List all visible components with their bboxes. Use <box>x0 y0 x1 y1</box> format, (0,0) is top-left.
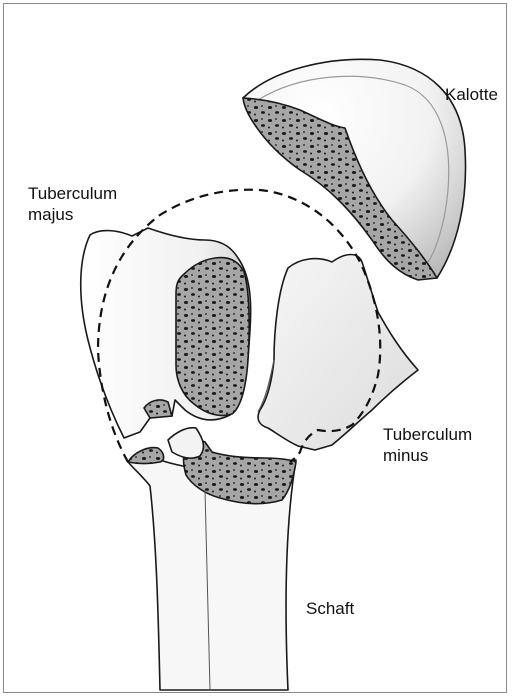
tuberculum-minus-bone <box>258 255 418 451</box>
tuberculum-majus-cancellous <box>176 258 249 416</box>
label-schaft: Schaft <box>306 598 354 619</box>
label-tuberculum-minus-line1: Tuberculum <box>383 424 472 445</box>
schaft-fragment <box>128 428 296 690</box>
label-tuberculum-majus-line2: majus <box>28 204 73 225</box>
label-tuberculum-minus-line2: minus <box>383 445 428 466</box>
tuberculum-minus-fragment <box>258 255 418 451</box>
kalotte-fragment <box>243 59 466 280</box>
schaft-spike <box>168 428 203 458</box>
tuberculum-majus-fragment <box>81 228 251 438</box>
label-kalotte: Kalotte <box>445 84 498 105</box>
label-tuberculum-majus-line1: Tuberculum <box>28 183 117 204</box>
schaft-small-chip <box>128 448 164 464</box>
